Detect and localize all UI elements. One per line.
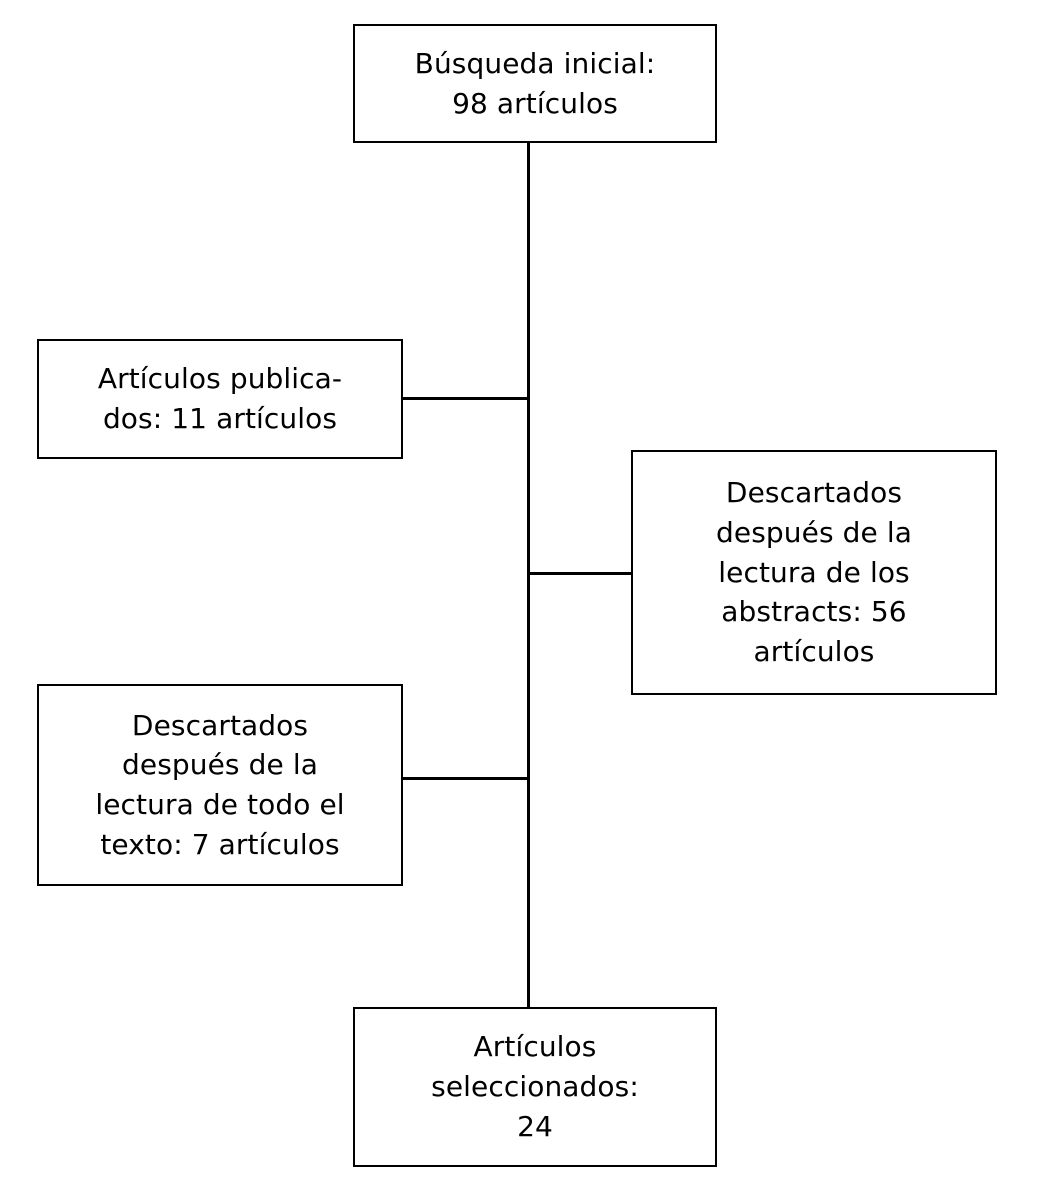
connector-to-discarded-abstracts-box xyxy=(527,572,633,575)
connector-trunk-vertical xyxy=(527,141,530,1009)
node-initial-search-label: Búsqueda inicial: 98 artículos xyxy=(414,46,656,120)
node-published-articles-label: Artículos publica- dos: 11 artículos xyxy=(97,362,343,435)
node-selected-articles: Artículos seleccionados: 24 xyxy=(353,1007,717,1167)
node-discarded-after-fulltext: Descartados después de la lectura de tod… xyxy=(37,684,403,886)
connector-to-discarded-fulltext-box xyxy=(401,777,529,780)
node-discarded-after-abstracts-label: Descartados después de la lectura de los… xyxy=(716,476,912,669)
node-initial-search: Búsqueda inicial: 98 artículos xyxy=(353,24,717,143)
connector-to-published-box xyxy=(401,397,529,400)
node-discarded-after-fulltext-label: Descartados después de la lectura de tod… xyxy=(95,708,345,861)
node-selected-articles-label: Artículos seleccionados: 24 xyxy=(431,1030,639,1143)
node-published-articles: Artículos publica- dos: 11 artículos xyxy=(37,339,403,459)
node-discarded-after-abstracts: Descartados después de la lectura de los… xyxy=(631,450,997,695)
